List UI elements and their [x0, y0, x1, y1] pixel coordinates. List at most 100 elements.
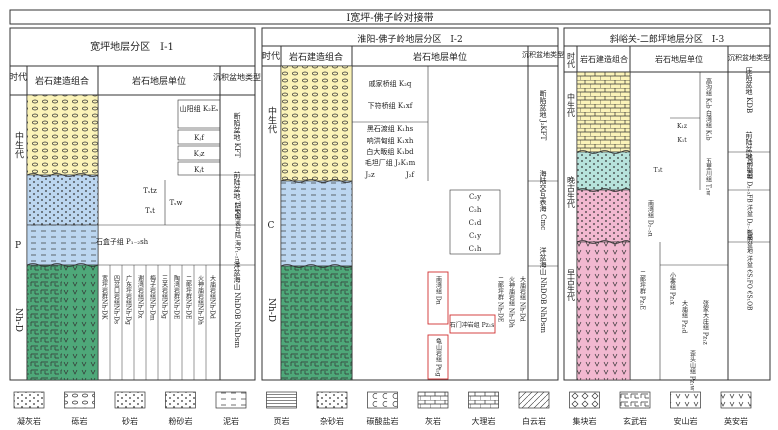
- p3-unit-baiwan: 白湾组 K₁b: [705, 109, 712, 141]
- p1-unit-meizi: 梅子岩组Nh-Dm: [149, 274, 156, 321]
- legend-label: 玄武岩: [623, 416, 647, 426]
- p1-unit-erlangping: 二郎坪群Nh-DE: [185, 275, 192, 319]
- p2-unit-nanwan: 南湾组 Dn: [435, 275, 442, 304]
- dacite-pattern-fill: [721, 392, 751, 408]
- legend-label: 砂岩: [122, 416, 138, 426]
- p1-unit-damiao: 大庙岩组Nh-Dd: [209, 274, 216, 319]
- p3-unit-waitoushan: 歪头山组 Pz₁w: [689, 350, 696, 392]
- p1-unit-xiewan: 谢湾岩组Nh-Dx: [137, 274, 144, 319]
- p1-unit-tstz: Tₛtz: [143, 187, 157, 195]
- limestone-pattern-fill: [418, 392, 448, 408]
- p1-basin-foreland: 前陆盆地 T₂FB: [233, 170, 241, 219]
- p1-unit-tst: Tₛt: [145, 207, 155, 215]
- p1-basin-marine: 陆交海表互陆 海P₁₋₂mc: [234, 202, 241, 268]
- p1-unit-shanyang: 山阳组 K₂Eₛ: [180, 104, 219, 113]
- p1-col-basin: 沉积盆地类型: [213, 72, 261, 82]
- p1-unit-huoshenmiao: 火神庙岩组Nh-Dh: [197, 275, 204, 325]
- panel3-heading: 斜峪关-二郎坪地层分区 Ⅰ-3: [610, 33, 725, 45]
- p2-era-mesozoic: 中生代: [266, 105, 277, 134]
- p1-unit-kjf: Kⱼf: [194, 134, 205, 142]
- legend-label: 集块岩: [573, 416, 597, 426]
- panel-xieyuguan: 斜峪关-二郎坪地层分区 Ⅰ-3 时代 岩石建造组合 岩石地层单位 沉积盆地类型 …: [563, 27, 771, 392]
- legend-label: 页岩: [274, 416, 290, 426]
- p2-era-c: C: [268, 221, 275, 231]
- p1-unit-taowan: 陶湾岩群Nh-DE: [173, 274, 180, 319]
- legend-label: 砾岩: [72, 416, 88, 426]
- p3-unit-k1z: K₁z: [677, 123, 687, 130]
- p1-unit-sichakou: 四岔口岩组Nh-Ds: [113, 275, 120, 324]
- p1-basin-ocean: 洋盆海山 NhDOB NhDsm: [233, 261, 241, 348]
- agglomerate-pattern-fill: [569, 392, 600, 408]
- carbonate-pattern-fill: [367, 392, 398, 408]
- p2-unit-c1y: C₁y: [469, 232, 481, 240]
- conglomerate-pattern-fill: [64, 392, 95, 408]
- p1-unit-sanguan: 三关岩组Nh-Dg: [161, 275, 168, 319]
- legend-label: 安山岩: [674, 416, 698, 426]
- p2-unit-huoshenmiao: 火神庙岩组 Nh-Dh: [508, 276, 515, 328]
- p2-basin-marine: 海陆交互表海 Cmc: [539, 169, 547, 230]
- legend-label: 灰岩: [425, 416, 441, 426]
- p3-basin-forearc-ocean: 弧前盆地 洋盆 €S₁FO €S₁OB: [746, 229, 753, 311]
- p2-unit-xianghongdian: 响洪甸组 K₁xh: [367, 136, 414, 145]
- p2-unit-damiao: 大庙岩组 Nh-Dd: [519, 275, 526, 322]
- basalt-pattern-fill: [620, 392, 650, 408]
- p1-basin-fault: 断陷盆地 KFT: [233, 112, 241, 158]
- p3-unit-t3t: T₃t: [654, 167, 663, 174]
- panel2-heading: 淮阳-佛子岭地层分区 Ⅰ-2: [357, 33, 462, 45]
- legend-label: 粉砂岩: [169, 416, 193, 426]
- p1-unit-kuanping: 宽坪岩群Nh-DK: [101, 274, 108, 320]
- p2-era-nhd: Nh-D: [266, 298, 276, 322]
- panel1-heading: 宽坪地层分区 Ⅰ-1: [90, 40, 174, 53]
- shale-pattern-fill: [266, 392, 297, 408]
- p1-col-rock: 岩石建造组合: [35, 75, 89, 87]
- p2-unit-xiafuqiao: 下符桥组 K₁xf: [368, 101, 414, 110]
- p2-unit-baidafan: 白大畈组 K₁bd: [366, 147, 414, 156]
- p3-unit-gaogou: 高沟组 K₂b: [705, 77, 712, 109]
- p2-lower-units: 南湾组 Dn 龟山岩组 Pt₂g 石门冲岩组 Pz₁s 二郎坪群 Nh-DE 火…: [427, 271, 526, 380]
- p1-lower-units: 宽坪岩群Nh-DK 四岔口岩组Nh-Ds 广东坪岩组Nh-Dg 谢湾岩组Nh-D…: [101, 265, 216, 380]
- p3-lower-units: 南湾组 D₂₋₃n 小寨组 Pz₁x 二郎坪群 Pz₁E 大庙组 Pz₁d 张家…: [639, 199, 728, 392]
- p2-unit-c1h: C₁h: [469, 245, 482, 253]
- p2-basin-fault: 断陷盆地 J₂KFT: [539, 89, 547, 141]
- p2-unit-guishan: 龟山岩组 Pt₂g: [435, 337, 442, 376]
- p2-unit-heishidu: 黑石渡组 K₁hs: [367, 124, 414, 133]
- p2-col-basin: 沉积盆地类型: [522, 50, 564, 59]
- p1-unit-kjz: Kⱼz: [194, 150, 205, 158]
- legend-label: 碳酸盐岩: [367, 416, 399, 426]
- p2-unit-maotanchang: 毛坦厂组 J₃K₁m: [365, 158, 416, 167]
- p2-carb-units: C₂y C₂h C₁d C₁y C₁h: [449, 189, 501, 255]
- p1-era-nhd: Nh-D: [13, 308, 23, 332]
- panel-kuanping: 宽坪地层分区 Ⅰ-1 时代 岩石建造组合 岩石地层单位 沉积盆地类型 中生代 P…: [9, 27, 261, 381]
- p3-unit-damiao: 大庙组 Pz₁d: [681, 299, 688, 333]
- p3-upper-units: 高沟组 K₂b 白湾组 K₁b K₁z K₁t 五里川组 T₂w T₃t: [654, 72, 712, 196]
- p1-unit-guangdongping: 广东坪岩组Nh-Dg: [125, 274, 132, 325]
- mudstone-pattern-fill: [216, 392, 246, 408]
- title-box: [9, 9, 771, 25]
- p1-col-unit: 岩石地层单位: [132, 75, 186, 87]
- marble-pattern-fill: [468, 392, 499, 408]
- diagram-title: Ⅰ宽坪-佛子岭对接带: [346, 11, 433, 24]
- p3-unit-wulichuan: 五里川组 T₂w: [705, 158, 712, 196]
- p3-unit-zhangjiadazhuang: 张家大庄组 Pz₁z: [702, 299, 709, 344]
- p3-era-early-paleozoic: 早古生代: [567, 269, 576, 302]
- p2-col-unit: 岩石地层单位: [413, 51, 467, 63]
- tuff-pattern-fill: [14, 392, 44, 408]
- panel-huaiyang: 淮阳-佛子岭地层分区 Ⅰ-2 时代 岩石建造组合 岩石地层单位 沉积盆地类型 中…: [261, 27, 564, 381]
- p1-unit-kjt: Kⱼt: [194, 166, 204, 174]
- p2-unit-c2y: C₂y: [469, 193, 481, 201]
- p3-col-era: 时代: [567, 51, 576, 69]
- legend-label: 大理岩: [472, 416, 496, 426]
- andesite-pattern-fill: [670, 392, 701, 408]
- p2-unit-erlangping: 二郎坪群 Nh-DE: [497, 276, 504, 322]
- p3-era-mesozoic: 中生代: [567, 92, 576, 118]
- p2-basin-ocean: 洋盆海山 NhDOB NhDsm: [539, 246, 547, 333]
- p3-basin-forearc: 弧前盆地 D₂₋₃FB 洋盆 D₂₋₃OB: [746, 155, 753, 242]
- legend-label: 凝灰岩: [17, 416, 41, 426]
- p1-era-p: P: [15, 241, 21, 251]
- p2-unit-j2f: J₂f: [405, 171, 416, 179]
- p2-col-rock: 岩石建造组合: [289, 51, 343, 63]
- legend-label: 白云岩: [522, 416, 546, 426]
- p3-unit-erlangping: 二郎坪群 Pz₁E: [639, 270, 646, 310]
